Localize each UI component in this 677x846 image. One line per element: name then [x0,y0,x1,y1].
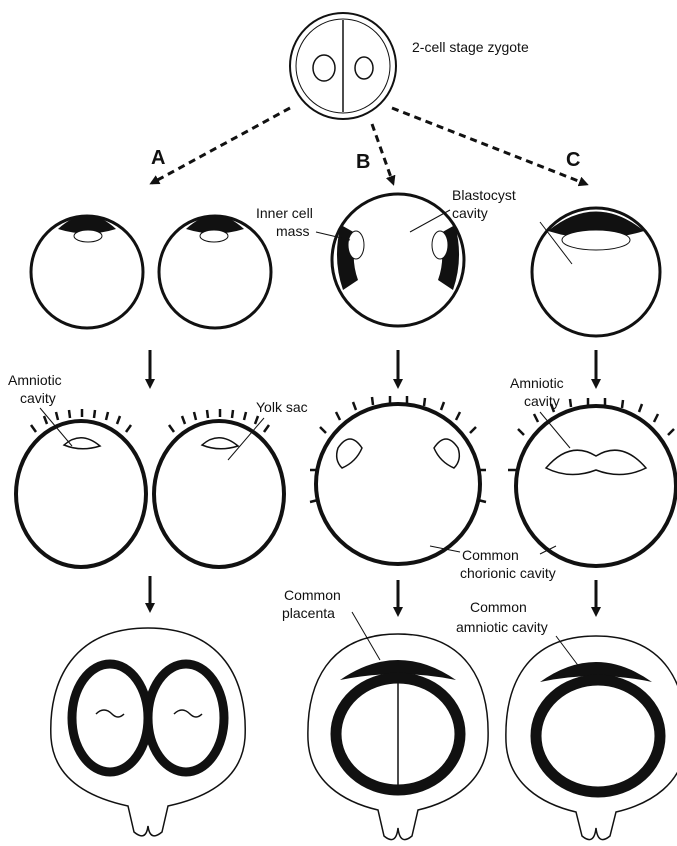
pathway-label-c: C [566,149,580,171]
chorionic-sac-a-right [154,409,284,567]
blastocyst-cavity-label-line1: Blastocyst [452,187,516,203]
uterus-b [308,634,488,840]
inner-cell-mass-label-line1: Inner cell [256,205,313,221]
amniotic-cavity-c-label-line1: Amniotic [510,375,564,391]
common-chorionic-cavity-label-line2: chorionic cavity [460,565,556,581]
amniotic-cavity-a-label-line2: cavity [20,390,56,406]
blastocyst-cavity-label-line2: cavity [452,205,488,221]
chorionic-sac-b [310,396,486,564]
uterus-a [51,628,245,836]
yolk-sac-label: Yolk sac [256,399,308,415]
common-amniotic-cavity-label-line1: Common [470,599,527,615]
down-arrows-row3 [150,576,596,614]
chorionic-sac-a-left [16,409,146,567]
common-chorionic-cavity-label-line1: Common [462,547,519,563]
chorionic-sac-c [508,398,676,566]
amniotic-cavity-c-label-line2: cavity [524,393,560,409]
zygote-label: 2-cell stage zygote [412,39,529,55]
uterus-c [506,636,677,840]
blastocyst-c [532,208,660,336]
pathway-arrow-b [372,124,393,183]
pathway-arrow-c [392,108,586,184]
common-placenta-label-line1: Common [284,587,341,603]
blastocyst-a-left [31,216,143,329]
pathway-label-a: A [151,147,165,169]
pathway-arrow-a [152,108,290,183]
pathway-label-b: B [356,151,370,173]
blastocyst-a-right [159,216,271,329]
common-amniotic-cavity-label-line2: amniotic cavity [456,619,548,635]
common-placenta-label-line2: placenta [282,605,335,621]
amniotic-cavity-a-label-line1: Amniotic [8,372,62,388]
zygote-2-cell [290,13,396,119]
inner-cell-mass-label-line2: mass [276,223,309,239]
blastocyst-b [332,194,464,326]
